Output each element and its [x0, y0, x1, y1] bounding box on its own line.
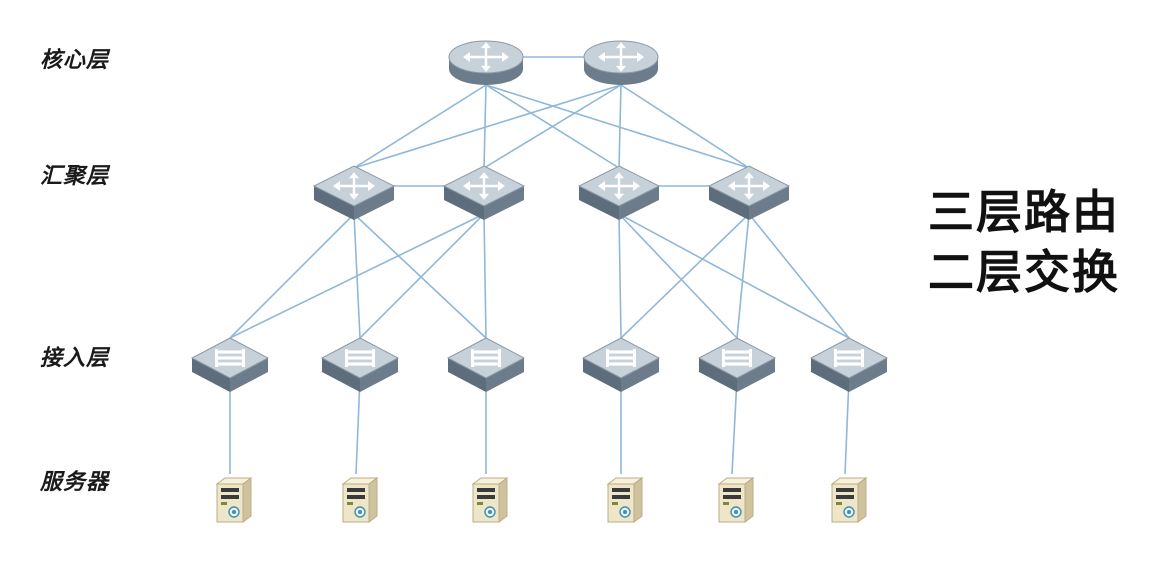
topology-devices [190, 40, 889, 523]
layer3-switch-icon [442, 165, 526, 220]
link-agg4-access6 [748, 213, 850, 339]
link-access2-server2 [355, 377, 361, 475]
link-agg3-access5 [618, 213, 738, 339]
link-agg4-access4 [620, 213, 750, 339]
layer2-switch-icon [697, 337, 777, 392]
link-agg3-access4 [618, 213, 622, 339]
link-core2-agg3 [618, 84, 622, 169]
link-agg4-access5 [736, 213, 750, 339]
link-core2-agg4 [620, 84, 750, 169]
server-icon [215, 477, 253, 523]
layer3-switch-icon [312, 165, 396, 220]
layer3-switch-icon [577, 165, 661, 220]
layer-label-aggregation: 汇聚层 [40, 164, 110, 189]
link-agg2-access3 [483, 213, 487, 339]
server-icon [717, 477, 755, 523]
link-agg2-access1 [229, 213, 485, 339]
link-core1-agg1 [353, 84, 487, 169]
layer2-switch-icon [446, 337, 526, 392]
layer2-switch-icon [809, 337, 889, 392]
headline-layer2-switching: 二层交换 [928, 245, 1120, 299]
layer2-switch-icon [320, 337, 400, 392]
server-icon [830, 477, 868, 523]
link-agg1-access1 [229, 213, 355, 339]
link-agg1-access3 [353, 213, 487, 339]
layer-label-core: 核心层 [40, 48, 110, 73]
layer2-switch-icon [581, 337, 661, 392]
server-icon [606, 477, 644, 523]
link-core2-agg2 [483, 84, 622, 169]
link-core2-agg1 [353, 84, 622, 169]
topology-links [229, 56, 850, 475]
router-icon [448, 40, 524, 85]
layer3-switch-icon [707, 165, 791, 220]
link-access5-server5 [731, 377, 738, 475]
link-core1-agg4 [485, 84, 750, 169]
server-icon [471, 477, 509, 523]
link-access6-server6 [844, 377, 850, 475]
link-agg3-access6 [618, 213, 850, 339]
server-icon [341, 477, 379, 523]
headline-layer3-routing: 三层路由 [928, 185, 1120, 239]
link-agg2-access2 [359, 213, 485, 339]
router-icon [583, 40, 659, 85]
layer-label-access: 接入层 [40, 346, 110, 371]
layer-label-servers: 服务器 [40, 470, 110, 495]
layer2-switch-icon [190, 337, 270, 392]
